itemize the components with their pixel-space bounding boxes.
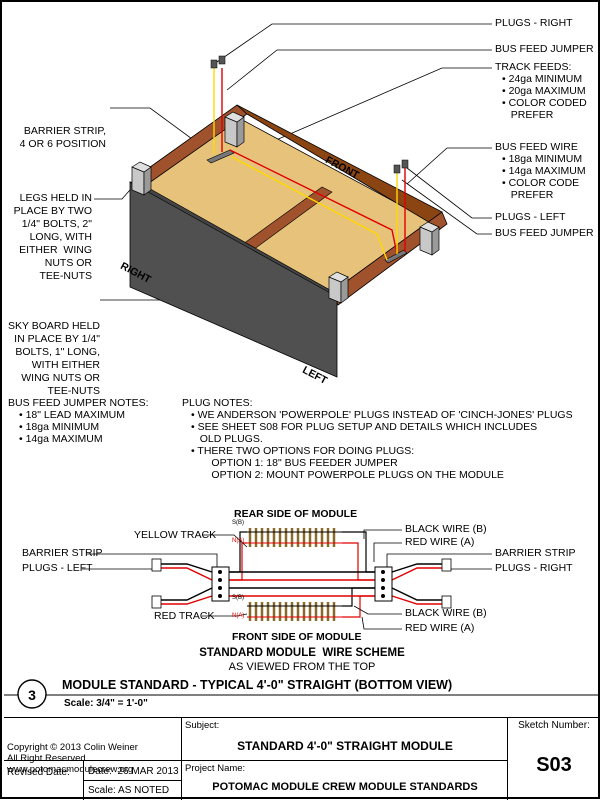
leader-plugs-left — [406, 167, 492, 219]
leader-bus-jumper-bottom — [401, 179, 492, 235]
label-plugs-left-scheme: PLUGS - LEFT — [22, 562, 93, 574]
sketch-number-label: Sketch Number: — [518, 720, 590, 731]
bus-feed-wire-item: • 18ga MINIMUM — [502, 153, 583, 165]
rail-label-n-rear: N(A) — [232, 538, 245, 544]
project-label: Project Name: — [185, 763, 246, 774]
leader-barrier-strip — [110, 107, 208, 151]
bus-feed-wire-item: PREFER — [502, 189, 554, 201]
plug-left-1 — [393, 164, 401, 174]
rail-label-s-rear: S(B) — [232, 520, 244, 526]
track-feeds-item: • COLOR CODED — [502, 97, 587, 109]
label-yellow-track: YELLOW TRACK — [134, 529, 217, 541]
scheme-plug-left-bottom — [151, 595, 162, 609]
label-barrier-strip-right: BARRIER STRIP — [495, 547, 576, 559]
label-red-wire-top: RED WIRE (A) — [405, 536, 475, 548]
drawing-number-circle — [17, 679, 47, 709]
wire-scheme — [82, 528, 492, 630]
barrier-strip-rear — [206, 149, 235, 164]
label-red-track: RED TRACK — [154, 610, 215, 622]
scheme-plug-right-top — [441, 558, 452, 572]
jumper-note-item: • 18" LEAD MAXIMUM — [19, 409, 126, 421]
label-black-wire-top: BLACK WIRE (B) — [405, 523, 487, 535]
label-barrier-strip: BARRIER STRIP,4 OR 6 POSITION — [19, 125, 106, 150]
bus-wire-red — [229, 149, 398, 255]
subject-label: Subject: — [185, 720, 220, 731]
scheme-barrier-left — [211, 566, 230, 602]
label-front-side: FRONT SIDE OF MODULE — [232, 631, 362, 643]
date: Date: 26 MAR 2013 — [88, 766, 179, 777]
revised-date-label: Revised Date: — [7, 767, 70, 778]
scheme-barrier-right — [374, 566, 393, 602]
label-black-wire-bottom: BLACK WIRE (B) — [405, 607, 487, 619]
drawing-scale: Scale: 3/4" = 1'-0" — [64, 698, 148, 709]
plug-note-item: • SEE SHEET S08 FOR PLUG SETUP AND DETAI… — [191, 421, 538, 433]
jumper-note-item: • 14ga MAXIMUM — [19, 433, 103, 445]
subject: STANDARD 4'-0" STRAIGHT MODULE — [237, 739, 453, 753]
plug-note-item: • WE ANDERSON 'POWERPOLE' PLUGS INSTEAD … — [191, 409, 573, 421]
wire-scheme-subtitle: AS VIEWED FROM THE TOP — [228, 661, 376, 673]
drawing-number: 3 — [28, 687, 36, 703]
bus-wire-yellow — [231, 156, 388, 261]
rail-label-n-front: N(A) — [232, 613, 245, 619]
scheme-plug-right-bottom — [441, 595, 452, 609]
label-plugs-left: PLUGS - LEFT — [495, 211, 566, 223]
label-plugs-right-scheme: PLUGS - RIGHT — [495, 562, 573, 574]
leader-plugs-right — [216, 23, 492, 63]
label-bus-feed-jumper-top: BUS FEED JUMPER — [495, 43, 594, 55]
plug-note-item: OPTION 2: MOUNT POWERPOLE PLUGS ON THE M… — [191, 469, 504, 481]
plug-right-2 — [218, 55, 226, 65]
label-bus-feed-jumper-bottom: BUS FEED JUMPER — [495, 227, 594, 239]
plug-right-1 — [210, 59, 218, 69]
label-rear-side: REAR SIDE OF MODULE — [234, 508, 358, 520]
wire-scheme-title: STANDARD MODULE WIRE SCHEME — [199, 647, 405, 659]
sketch-number: S03 — [536, 754, 572, 776]
label-bus-feed-wire: BUS FEED WIRE — [495, 141, 578, 153]
track-feeds-item: • 20ga MAXIMUM — [502, 85, 586, 97]
plug-note-item: OLD PLUGS. — [191, 433, 263, 445]
jumper-notes-title: BUS FEED JUMPER NOTES: — [8, 397, 149, 409]
plug-left-2 — [401, 159, 409, 169]
plug-notes-title: PLUG NOTES: — [182, 397, 253, 409]
rail-label-s-front: S(B) — [232, 595, 244, 601]
leader-bus-feed-wire — [406, 147, 492, 185]
label-red-wire-bottom: RED WIRE (A) — [405, 622, 475, 634]
plug-note-item: OPTION 1: 18" BUS FEEDER JUMPER — [191, 457, 398, 469]
jumper-note-item: • 18ga MINIMUM — [19, 421, 100, 433]
project-name: POTOMAC MODULE CREW MODULE STANDARDS — [212, 781, 478, 793]
label-track-feeds: TRACK FEEDS: — [495, 61, 572, 73]
bus-feed-wire-item: • 14ga MAXIMUM — [502, 165, 586, 177]
scale-note: Scale: AS NOTED — [88, 785, 170, 796]
bus-feed-wire-item: • COLOR CODE — [502, 177, 580, 189]
plug-note-item: • THERE TWO OPTIONS FOR DOING PLUGS: — [191, 445, 415, 457]
drawing-title: MODULE STANDARD - TYPICAL 4'-0" STRAIGHT… — [62, 678, 453, 692]
label-plugs-right: PLUGS - RIGHT — [495, 17, 573, 29]
label-barrier-strip-left: BARRIER STRIP — [22, 547, 103, 559]
leader-bus-jumper-top — [226, 49, 492, 91]
leader-track-feeds — [236, 67, 492, 158]
track-feeds-item: PREFER — [502, 109, 554, 121]
track-feeds-item: • 24ga MINIMUM — [502, 73, 583, 85]
scheme-plug-left-top — [151, 558, 162, 572]
